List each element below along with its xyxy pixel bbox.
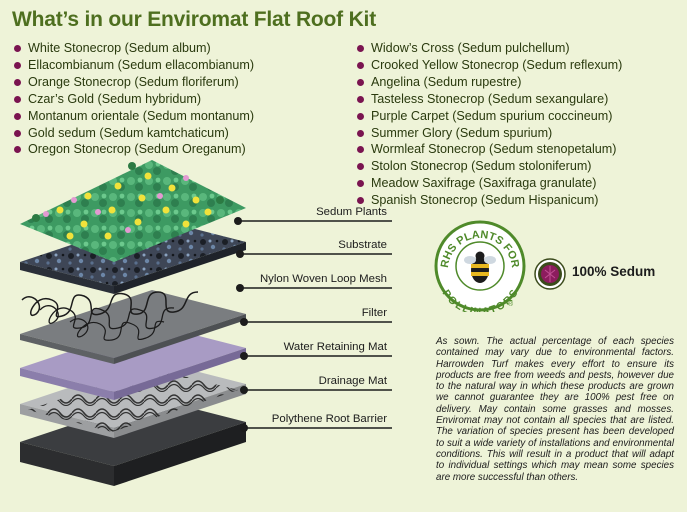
rhs-pollinators-logo: RHS PLANTS FOR POLLINATORS ® [434, 220, 526, 312]
sedum-plants-layer [20, 160, 246, 262]
mesh-layer [21, 291, 199, 341]
layer-label-sedum-plants: Sedum Plants [316, 206, 387, 218]
list-item: Czar’s Gold (Sedum hybridum) [12, 91, 254, 108]
list-item: Wormleaf Stonecrop (Sedum stenopetalum) [355, 141, 622, 158]
list-item: Crooked Yellow Stonecrop (Sedum reflexum… [355, 57, 622, 74]
water-mat-layer [20, 324, 246, 400]
species-list-right: Widow’s Cross (Sedum pulchellum) Crooked… [355, 40, 622, 209]
root-barrier-layer [20, 398, 246, 486]
list-item: Tasteless Stonecrop (Sedum sexangulare) [355, 91, 622, 108]
layer-label-water-mat: Water Retaining Mat [283, 341, 387, 353]
list-item: Montanum orientale (Sedum montanum) [12, 108, 254, 125]
layer-label-root-barrier: Polythene Root Barrier [271, 413, 387, 425]
list-item: Meadow Saxifrage (Saxifraga granulate) [355, 175, 622, 192]
disclaimer-text: As sown. The actual percentage of each s… [436, 336, 674, 483]
registered-mark: ® [508, 300, 514, 308]
list-item: Orange Stonecrop (Sedum floriferum) [12, 74, 254, 91]
layer-label-filter: Filter [361, 307, 387, 319]
bee-icon [464, 251, 496, 283]
leader-lines [238, 220, 392, 429]
layer-label-drainage-mat: Drainage Mat [318, 375, 387, 387]
list-item: Oregon Stonecrop (Sedum Oreganum) [12, 141, 254, 158]
list-item: Purple Carpet (Sedum spurium coccineum) [355, 108, 622, 125]
list-item: Summer Glory (Sedum spurium) [355, 125, 622, 142]
list-item: Widow’s Cross (Sedum pulchellum) [355, 40, 622, 57]
layer-label-substrate: Substrate [338, 239, 387, 251]
drainage-mat-layer [20, 360, 246, 438]
list-item: Spanish Stonecrop (Sedum Hispanicum) [355, 192, 622, 209]
page-title: What’s in our Enviromat Flat Roof Kit [12, 8, 376, 31]
layer-label-mesh: Nylon Woven Loop Mesh [259, 273, 387, 285]
sedum-leaf-icon [534, 258, 566, 290]
list-item: Gold sedum (Sedum kamtchaticum) [12, 125, 254, 142]
species-list-left: White Stonecrop (Sedum album) Ellacombia… [12, 40, 254, 158]
list-item: Angelina (Sedum rupestre) [355, 74, 622, 91]
leader-dots [234, 217, 248, 432]
list-item: Stolon Stonecrop (Sedum stoloniferum) [355, 158, 622, 175]
list-item: White Stonecrop (Sedum album) [12, 40, 254, 57]
sedum-percentage-label: 100% Sedum [572, 264, 656, 279]
list-item: Ellacombianum (Sedum ellacombianum) [12, 57, 254, 74]
